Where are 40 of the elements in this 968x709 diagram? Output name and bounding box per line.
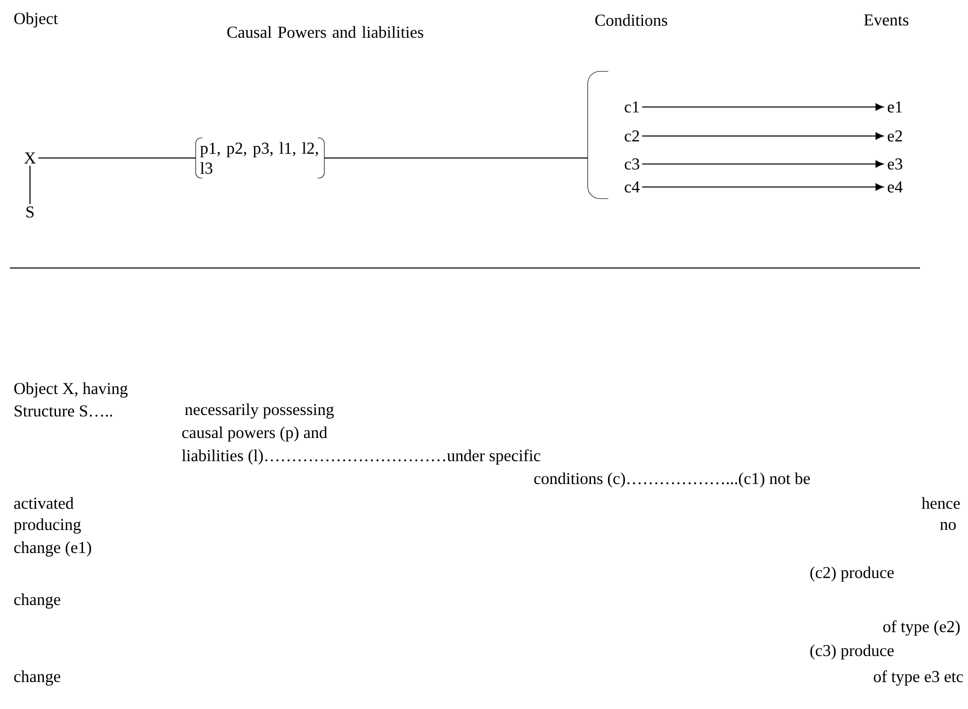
arrow xyxy=(642,183,884,191)
text-line: of type (e2) xyxy=(883,620,960,636)
symbol-text: c3 xyxy=(624,158,640,170)
text-line: causal powers (p) and xyxy=(182,426,328,442)
column-heading: Object xyxy=(14,12,58,28)
symbol-text: c4 xyxy=(624,181,640,193)
connector-line xyxy=(324,157,588,159)
text-line: (c3) produce xyxy=(810,644,894,660)
text-line: no xyxy=(940,522,956,530)
text-line: change xyxy=(14,593,60,609)
symbol-text: X xyxy=(24,152,36,164)
column-heading: Events xyxy=(864,14,908,26)
parenthesized-list: p1, p2, p3, l1, l2, l3 xyxy=(195,138,325,178)
connector-line xyxy=(29,166,31,204)
text-line: producing xyxy=(14,518,81,534)
symbol-text: e1 xyxy=(888,101,902,113)
symbol-text: c2 xyxy=(624,130,639,142)
symbol-text: e4 xyxy=(888,181,903,193)
arrow xyxy=(642,103,884,111)
text-line: activated xyxy=(14,497,74,509)
text-line: liabilities (l)……………………………under specific xyxy=(182,449,540,465)
text-line: change (e1) xyxy=(14,541,92,557)
text-line: of type e3 etc xyxy=(874,670,963,686)
text-line: conditions (c)………………...(c1) not be xyxy=(534,472,810,488)
arrow xyxy=(642,160,884,168)
symbol-text: c1 xyxy=(624,101,639,113)
text-line: (c2) produce xyxy=(810,566,894,582)
column-heading: Causal Powers and liabilities xyxy=(227,26,424,38)
symbol-text: e3 xyxy=(888,158,902,170)
connector-line xyxy=(38,157,196,159)
text-line: necessarily possessing xyxy=(184,403,334,419)
text-line: change xyxy=(14,670,60,686)
text-line: hence xyxy=(922,497,960,509)
text-line: Object X, having xyxy=(14,382,128,398)
symbol-text: S xyxy=(26,206,34,218)
column-heading: Conditions xyxy=(595,14,668,26)
symbol-text: e2 xyxy=(888,130,902,142)
arrow xyxy=(642,132,884,140)
bracket xyxy=(587,71,609,199)
text-line: Structure S….. xyxy=(14,405,112,417)
